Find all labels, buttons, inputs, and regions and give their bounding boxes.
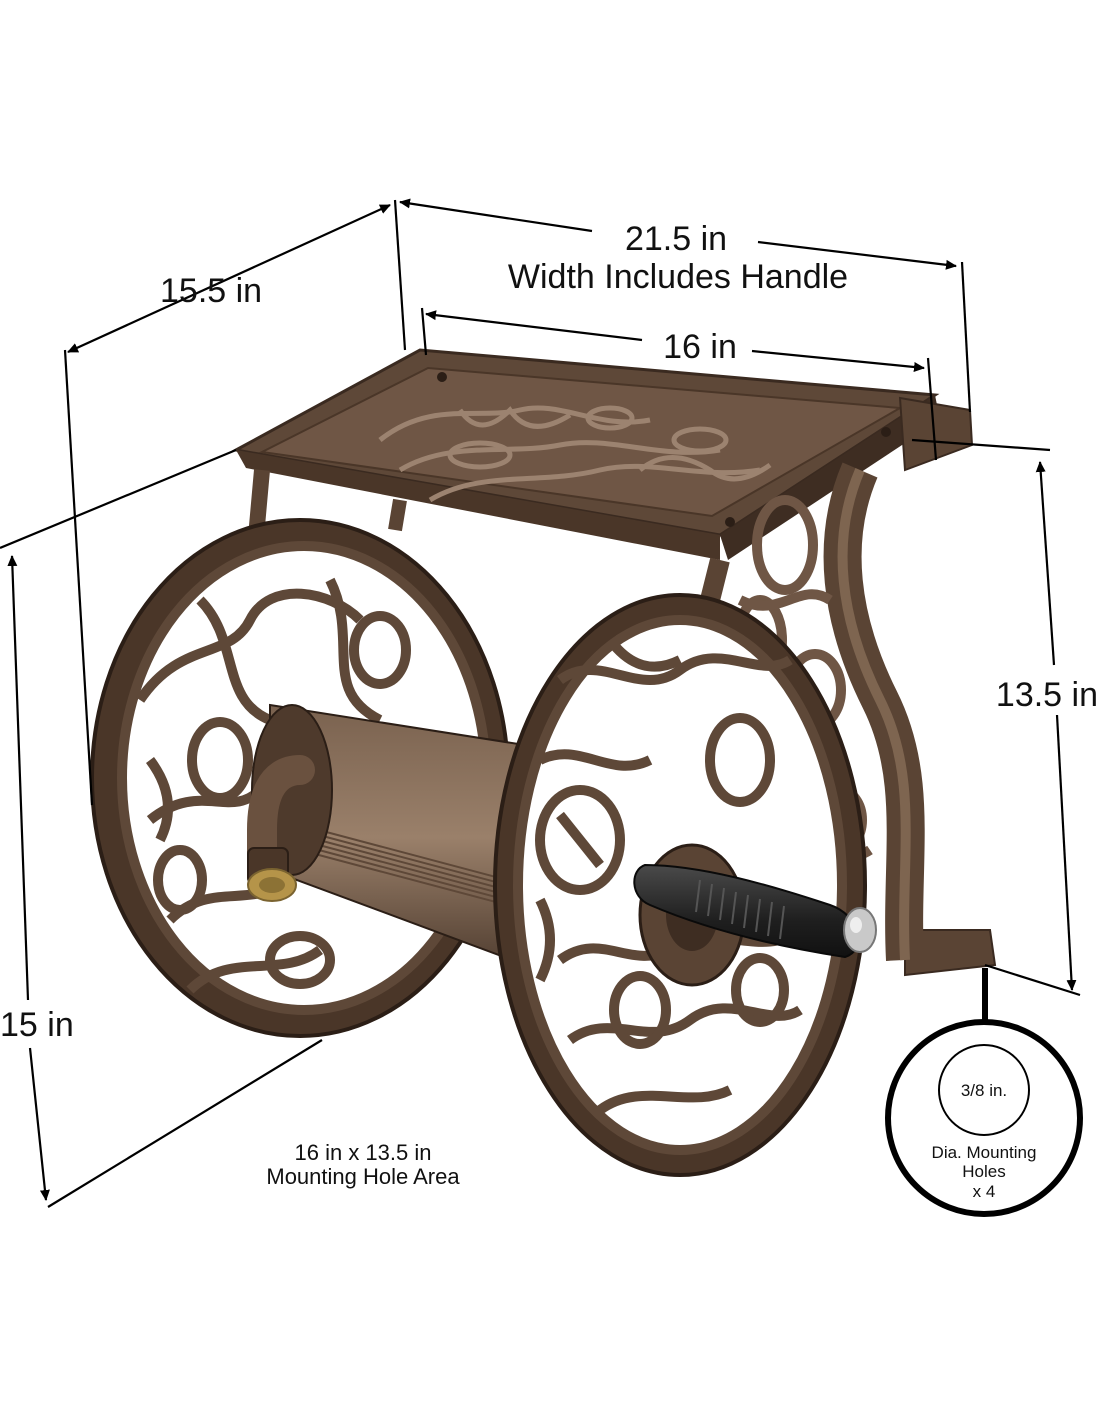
- callout-line1: Dia. Mounting: [932, 1143, 1037, 1162]
- hole-size-label: 3/8 in.: [961, 1081, 1007, 1100]
- mount-height-label: 13.5 in: [996, 676, 1098, 714]
- mounting-hole-callout: 3/8 in. Dia. Mounting Holes x 4: [885, 968, 1083, 1217]
- mount-height-dimension-line: [1035, 461, 1056, 666]
- overall-width-label: 21.5 in: [625, 220, 727, 258]
- hose-reel-illustration: [90, 348, 997, 1177]
- callout-line3: x 4: [973, 1182, 996, 1201]
- mount-area-label-line2: Mounting Hole Area: [266, 1164, 460, 1189]
- callout-line2: Holes: [962, 1162, 1005, 1181]
- depth-label: 15.5 in: [160, 272, 262, 310]
- mounting-bracket: [823, 396, 997, 977]
- width-dimension-line: [425, 310, 643, 342]
- mount-area-label-line1: 16 in x 13.5 in: [295, 1140, 432, 1165]
- hole-size-circle: [938, 1044, 1030, 1136]
- depth-dimension-line: [67, 203, 391, 354]
- height-dimension-line: [7, 555, 30, 1001]
- top-shelf: [231, 348, 940, 560]
- height-label: 15 in: [0, 1006, 74, 1044]
- hose-inlet-fitting: [247, 755, 315, 902]
- overall-width-dimension-line: [399, 198, 593, 233]
- mount-area-line: [47, 1039, 323, 1208]
- shelf-lattice: [378, 405, 772, 503]
- overall-width-note: Width Includes Handle: [508, 258, 848, 296]
- width-label: 16 in: [663, 328, 737, 366]
- dimension-lines: [0, 198, 1081, 1208]
- crank-handle: [633, 863, 877, 959]
- dimension-labels: 15.5 in 21.5 in Width Includes Handle 16…: [0, 220, 1098, 1189]
